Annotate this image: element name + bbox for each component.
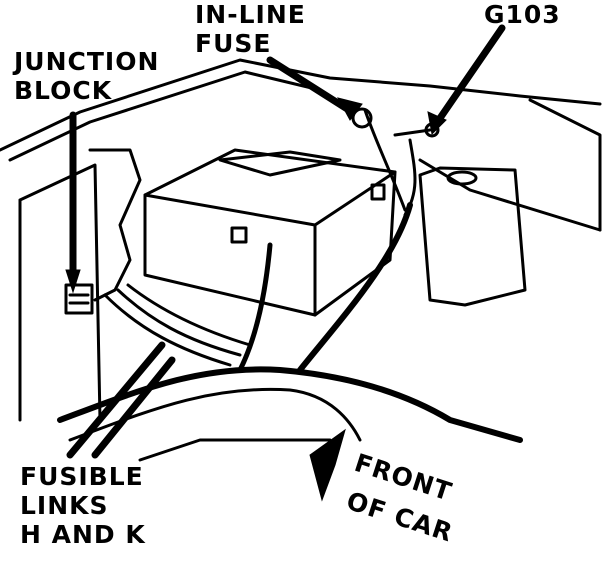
junction-block-detail <box>68 293 90 305</box>
battery-terminal-right <box>370 183 386 201</box>
ground-pointer-head <box>427 111 447 136</box>
reservoir <box>418 166 527 307</box>
left-bracket <box>88 148 142 302</box>
fuse-pointer-head <box>337 97 363 121</box>
battery-front <box>143 193 317 317</box>
junction-block <box>64 283 94 315</box>
battery-terminal-left <box>230 226 248 244</box>
reservoir-cap <box>446 170 478 186</box>
cable-ground <box>403 138 417 217</box>
hood-outline <box>0 58 602 152</box>
hood-inner-line <box>8 70 322 162</box>
link-wires <box>103 293 232 367</box>
cable-right <box>297 202 413 373</box>
ground-label: G103 <box>484 0 561 29</box>
left-panel <box>18 163 102 422</box>
cable-main <box>237 242 273 373</box>
fusible-pointer-2 <box>91 356 176 459</box>
fuse-pointer <box>266 56 356 116</box>
battery-top <box>143 148 397 227</box>
front-arrow <box>309 428 346 502</box>
battery-cap <box>218 150 342 177</box>
ground-pointer <box>432 24 506 128</box>
junction-pointer-head <box>65 269 81 294</box>
fusible-links-label: FUSIBLE LINKS H AND K <box>20 462 146 549</box>
fuse-wire <box>363 108 407 212</box>
fusible-pointer-1 <box>66 341 166 459</box>
link-wires-2 <box>116 288 242 357</box>
ground-bolt <box>393 128 432 137</box>
junction-block-label: JUNCTION BLOCK <box>14 47 160 105</box>
harness <box>57 366 523 443</box>
floor-line <box>138 438 332 462</box>
link-wires-3 <box>126 283 252 347</box>
battery-side <box>313 170 397 317</box>
right-fender <box>528 98 602 232</box>
inline-fuse-holder <box>351 107 373 129</box>
inline-fuse-label: IN-LINE FUSE <box>195 0 306 58</box>
